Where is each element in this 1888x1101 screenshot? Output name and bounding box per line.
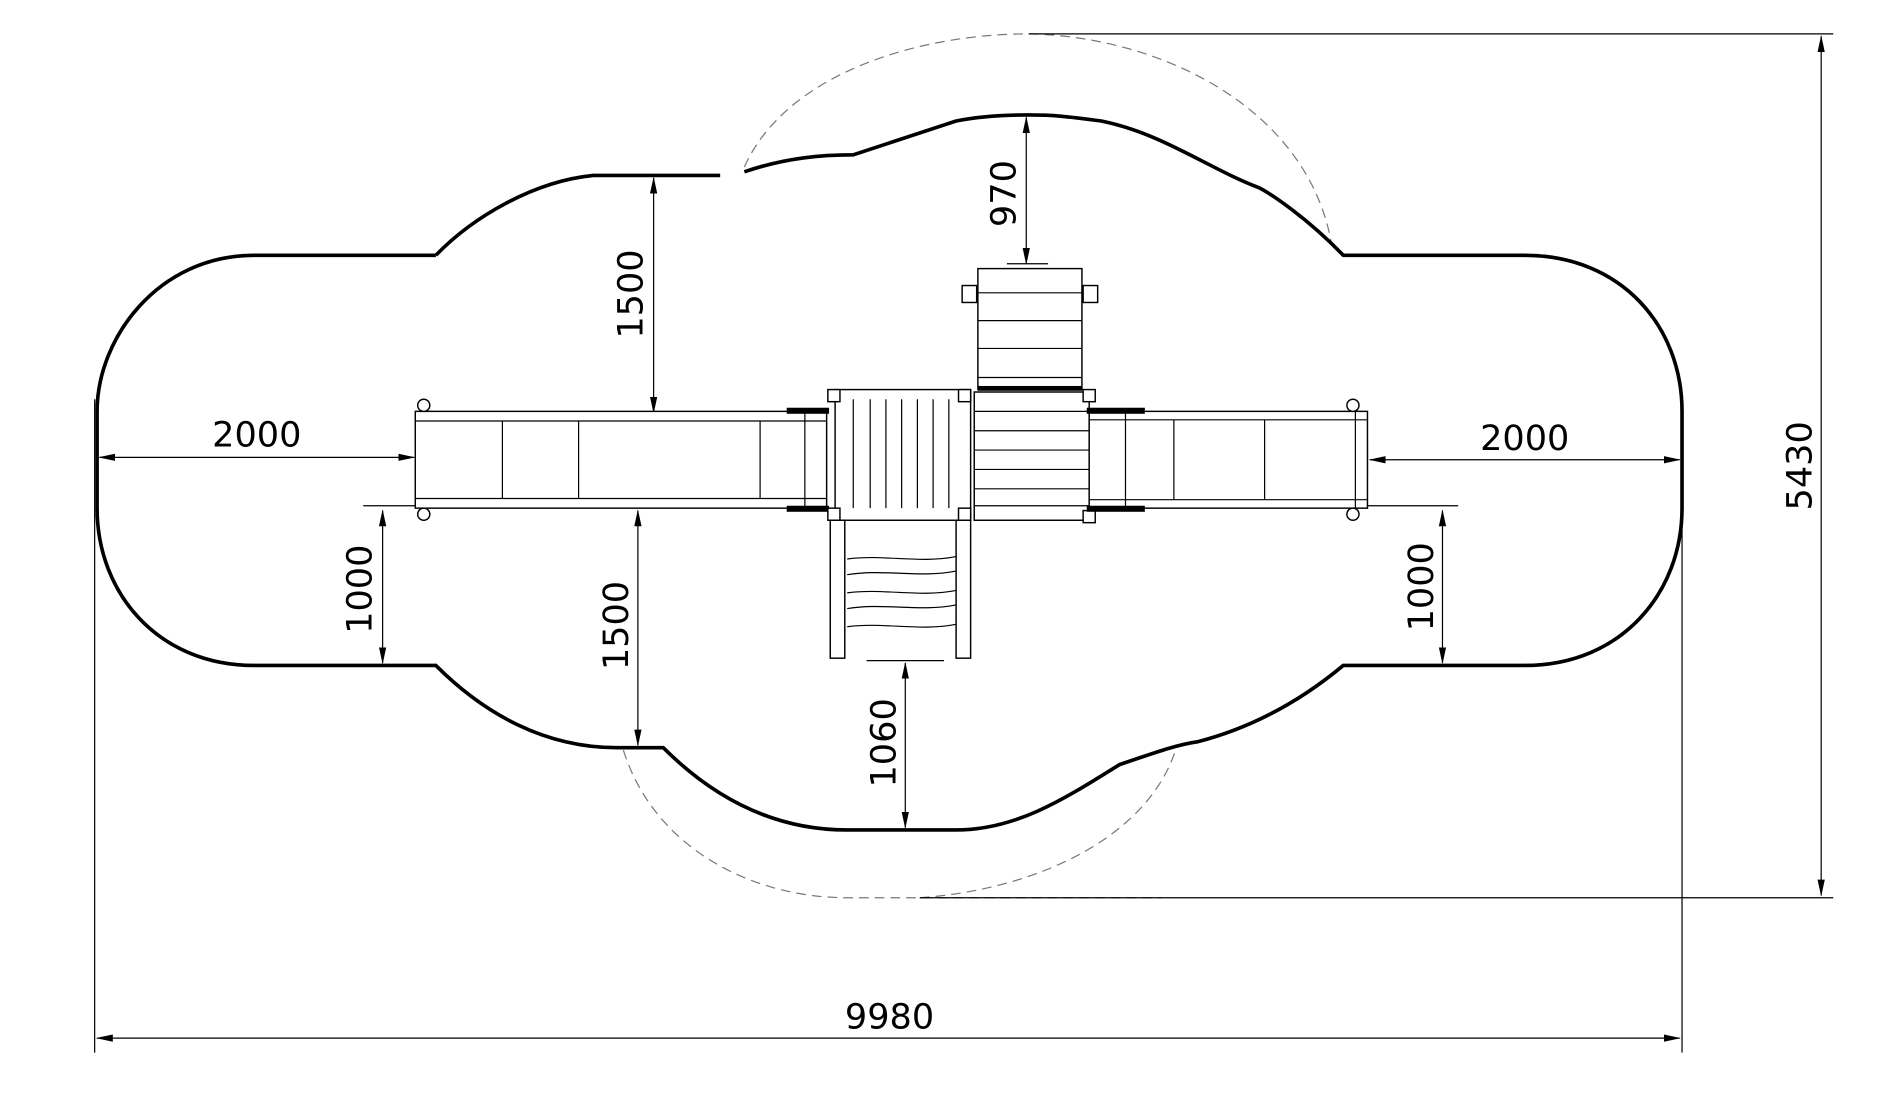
dim-left-side-zone: 1000	[340, 545, 381, 634]
bottom-swing-zone-dashed	[622, 747, 1177, 899]
dim-overall-width: 9980	[845, 996, 934, 1037]
top-climbing-ramp	[961, 267, 1099, 391]
dim-left-slide-clearance: 2000	[212, 414, 301, 455]
dim-overall-height: 5430	[1779, 421, 1820, 510]
play-structure	[414, 267, 1369, 659]
dim-top-left-zone: 1500	[611, 249, 652, 338]
dim-bottom-ladder-clearance: 1060	[864, 698, 905, 787]
right-slide	[1086, 398, 1369, 521]
dim-bottom-left-zone: 1500	[596, 581, 637, 670]
dim-right-side-zone: 1000	[1401, 542, 1442, 631]
dim-top-ramp-clearance: 970	[983, 160, 1024, 227]
dim-right-slide-clearance: 2000	[1480, 418, 1569, 459]
dimension-lines	[95, 35, 1825, 1042]
right-deck	[973, 388, 1096, 524]
safety-zone-outline	[95, 113, 1684, 832]
bottom-ladder	[829, 519, 972, 659]
tower-deck	[827, 388, 972, 521]
left-slide	[414, 398, 830, 521]
top-swing-zone-dashed	[743, 33, 1332, 243]
